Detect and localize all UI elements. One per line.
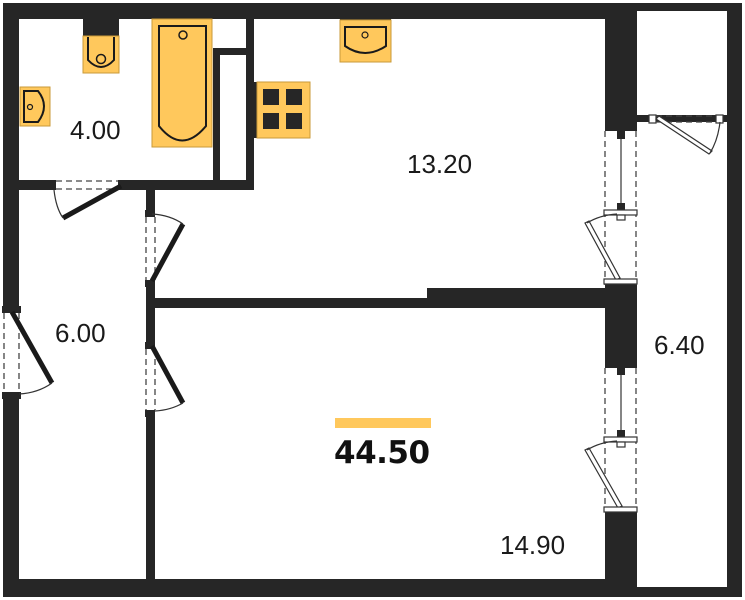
kitchen-balcony-window[interactable]: [584, 125, 638, 285]
stove-icon: [252, 81, 311, 139]
balcony-door-top[interactable]: [637, 114, 727, 155]
total-area: 44.50: [334, 435, 430, 471]
toilet-icon: [82, 18, 120, 74]
interior-walls: [18, 18, 607, 582]
bathroom-door[interactable]: [48, 180, 126, 221]
kitchen-sink-icon: [339, 18, 392, 63]
outer-walls: [3, 3, 742, 597]
total-area-accent-bar: [335, 418, 431, 428]
entrance-door[interactable]: [2, 306, 55, 399]
room-area-bedroom: 14.90: [500, 530, 566, 560]
room-area-kitchen-living: 13.20: [407, 149, 473, 179]
bedroom-balcony-window[interactable]: [584, 362, 638, 513]
room-area-hallway: 6.00: [55, 318, 106, 348]
room-area-balcony: 6.40: [654, 330, 705, 360]
bathtub-icon: [151, 18, 213, 148]
bedroom-door[interactable]: [145, 342, 186, 417]
room-area-bathroom: 4.00: [70, 115, 121, 145]
bathroom-sink-icon: [19, 86, 51, 127]
kitchen-door[interactable]: [145, 210, 186, 287]
